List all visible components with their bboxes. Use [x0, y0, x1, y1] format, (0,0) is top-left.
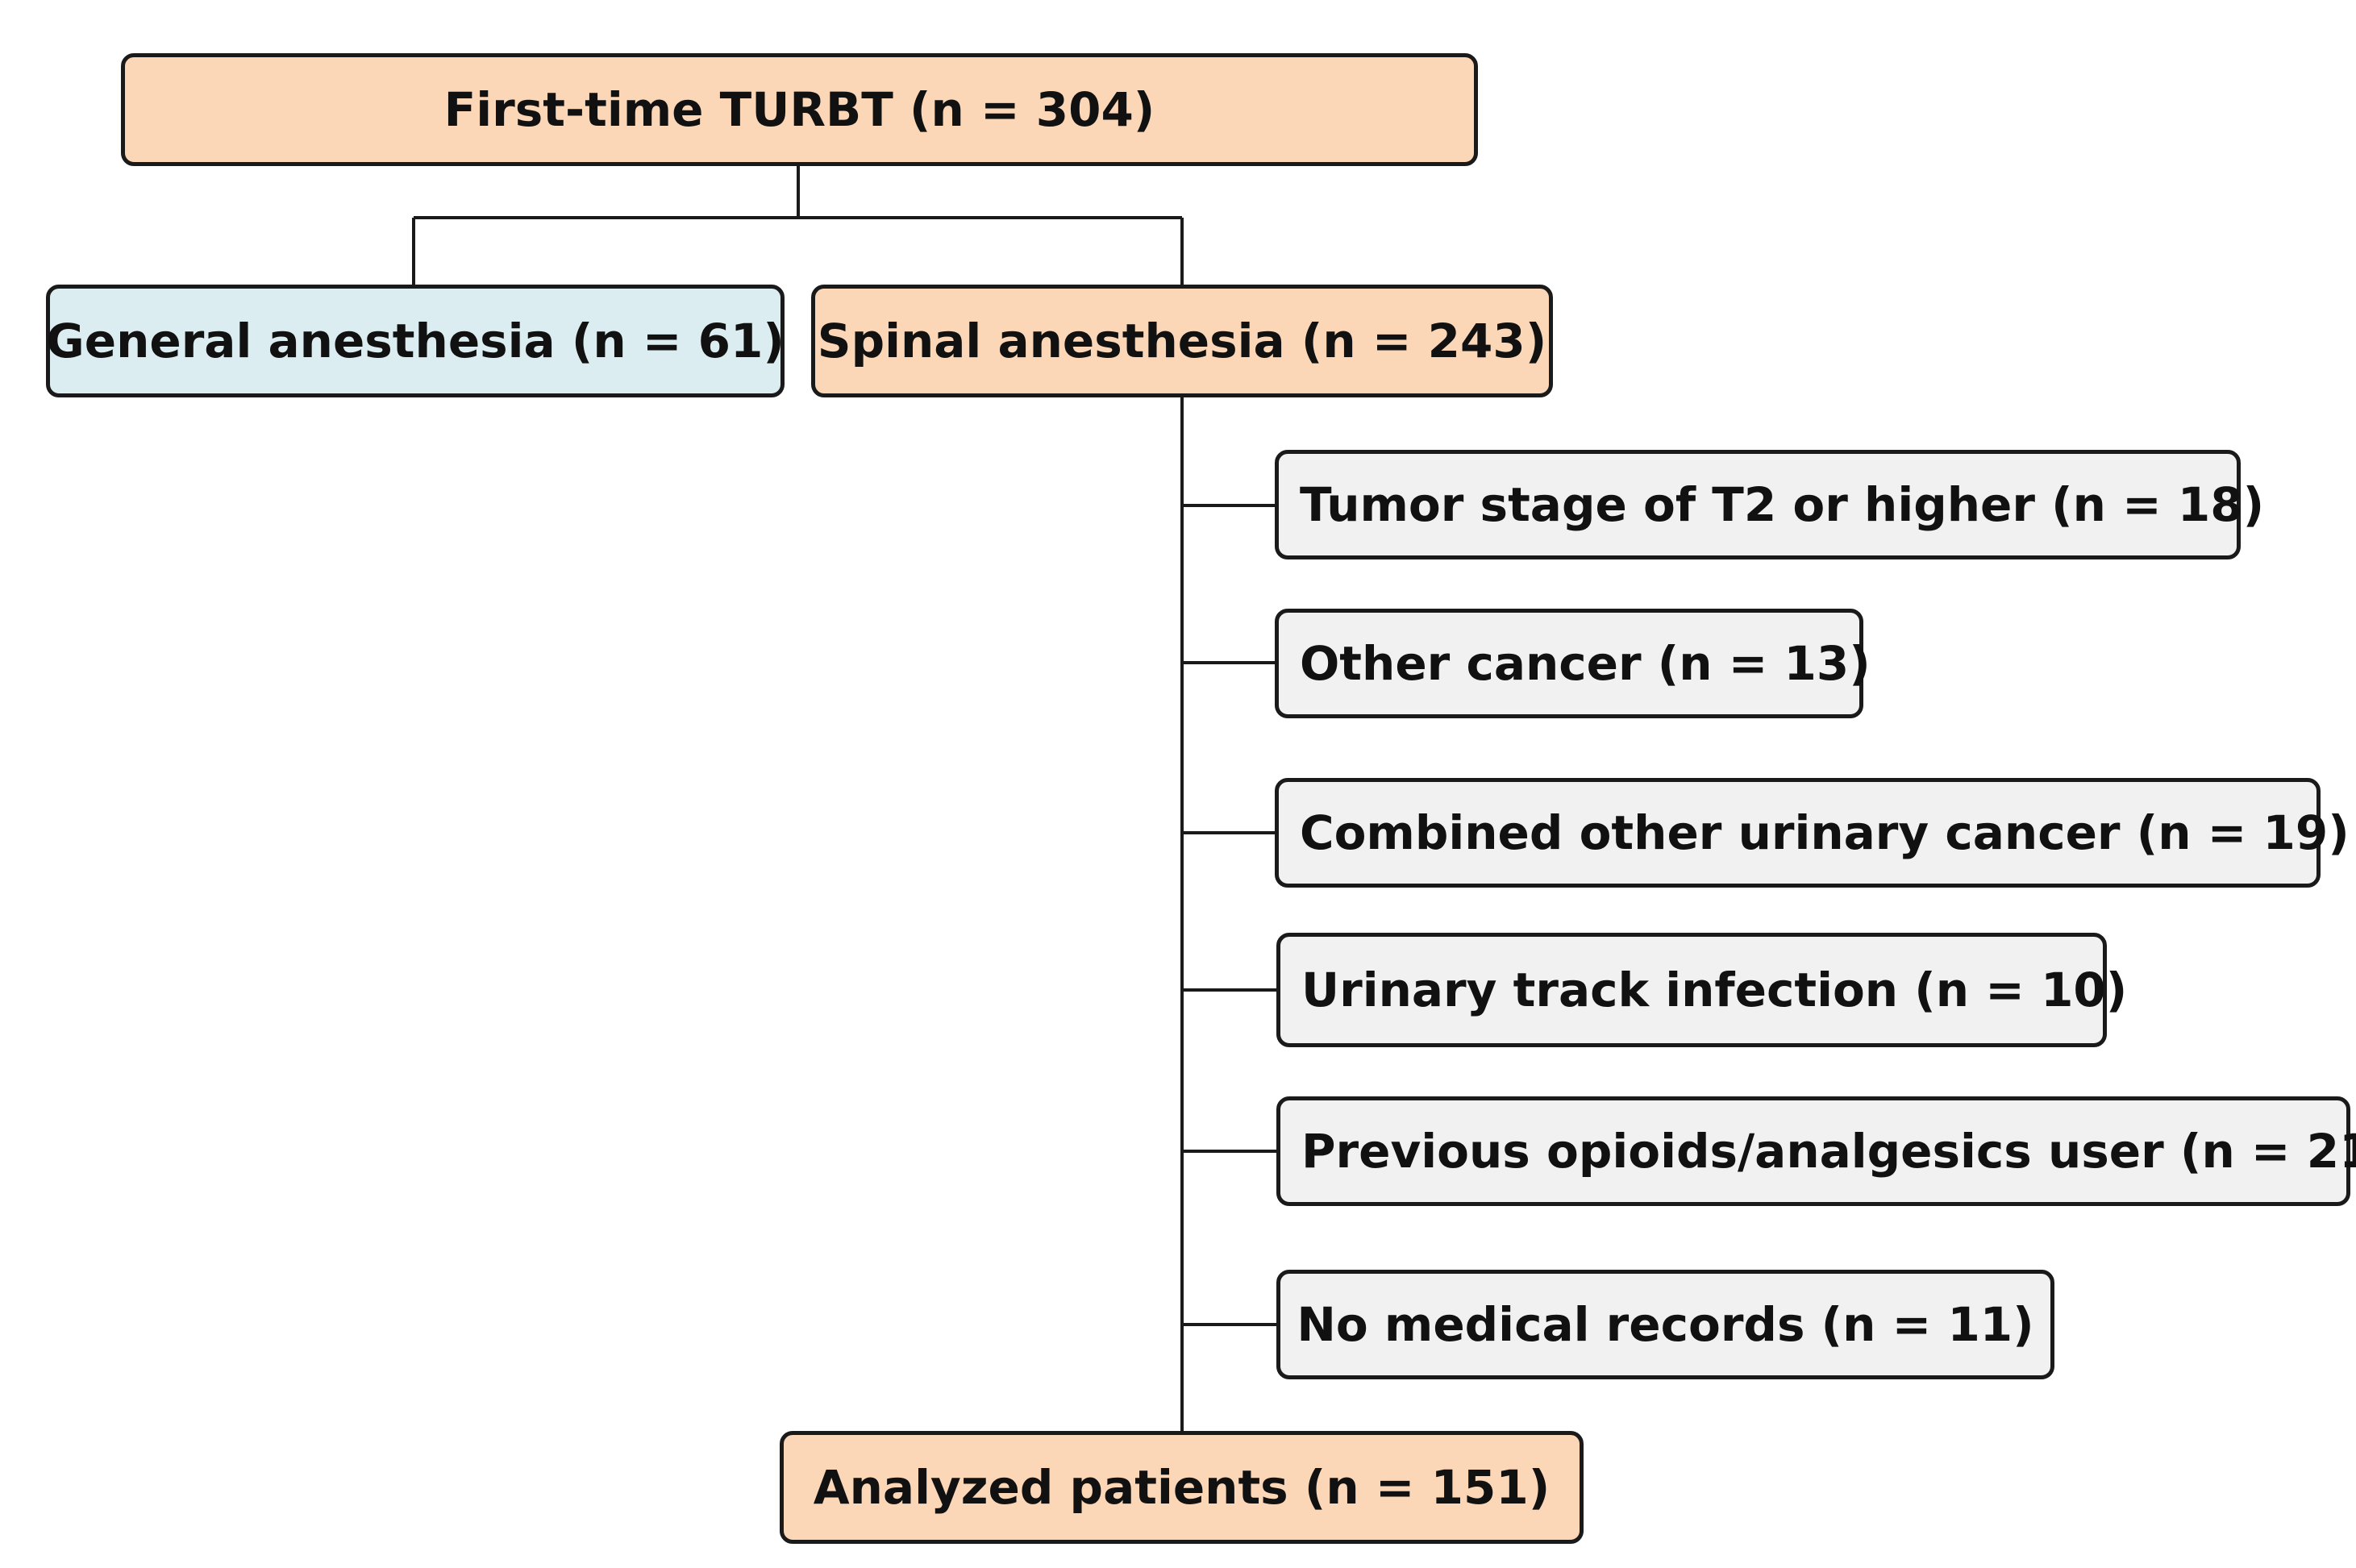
analyzed-patients-label: Analyzed patients (n = 151) — [813, 1460, 1551, 1515]
exclusion-box-combined-urinary-cancer: Combined other urinary cancer (n = 19) — [1275, 778, 2350, 888]
spinal-anesthesia-box: Spinal anesthesia (n = 243) — [811, 285, 1553, 397]
exclusion-box-no-records: No medical records (n = 11) — [1276, 1270, 2054, 1379]
exclusion-label: Other cancer (n = 13) — [1300, 636, 1871, 691]
general-anesthesia-label: General anesthesia (n = 61) — [46, 314, 785, 368]
exclusion-box-tumor-stage: Tumor stage of T2 or higher (n = 18) — [1275, 450, 2264, 559]
exclusion-label: Previous opioids/analgesics user (n = 21… — [1301, 1124, 2356, 1179]
exclusion-box-other-cancer: Other cancer (n = 13) — [1275, 609, 1871, 718]
analyzed-patients-box: Analyzed patients (n = 151) — [780, 1431, 1584, 1544]
exclusion-label: No medical records (n = 11) — [1297, 1297, 2034, 1352]
exclusion-label: Combined other urinary cancer (n = 19) — [1300, 805, 2350, 860]
spinal-anesthesia-label: Spinal anesthesia (n = 243) — [817, 314, 1547, 368]
general-anesthesia-box: General anesthesia (n = 61) — [46, 285, 785, 397]
first-time-turbt-label: First-time TURBT (n = 304) — [443, 82, 1155, 137]
exclusion-box-opioid-user: Previous opioids/analgesics user (n = 21… — [1276, 1096, 2356, 1206]
exclusion-label: Tumor stage of T2 or higher (n = 18) — [1300, 477, 2265, 532]
exclusion-box-urinary-infection: Urinary track infection (n = 10) — [1276, 933, 2127, 1047]
exclusion-label: Urinary track infection (n = 10) — [1301, 963, 2128, 1017]
first-time-turbt-box: First-time TURBT (n = 304) — [121, 53, 1478, 166]
